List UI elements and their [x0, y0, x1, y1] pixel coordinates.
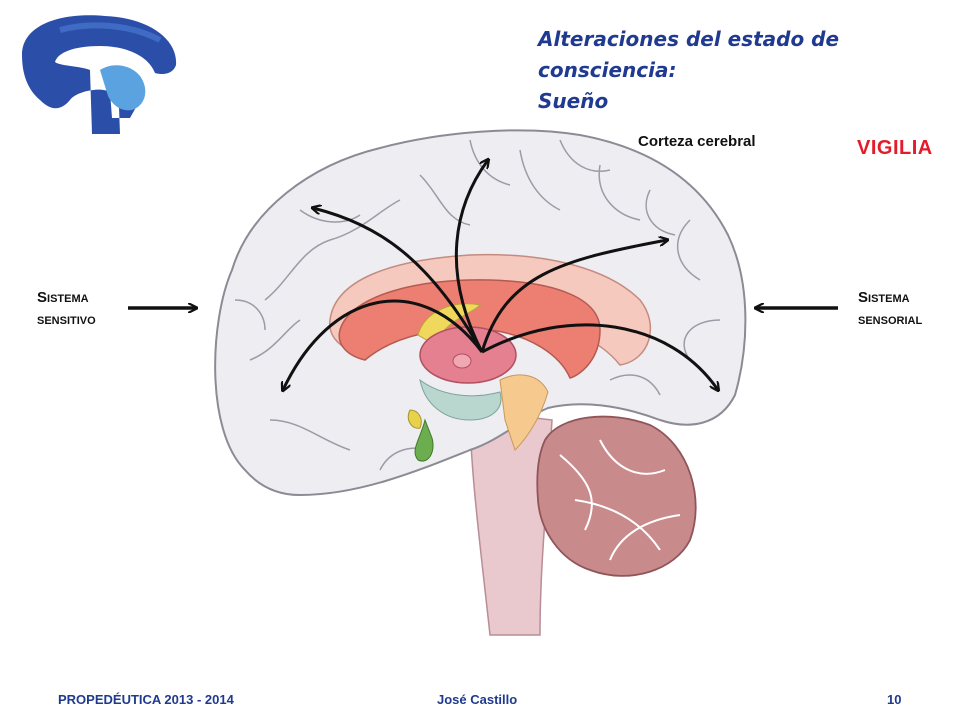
cortex-label: Corteza cerebral — [638, 133, 756, 150]
sensorial-system-label: SISTEMA SENSORIAL — [858, 287, 922, 332]
sensitive-system-label: SISTEMA SENSITIVO — [37, 287, 96, 332]
sensitive-system-initial: S — [37, 289, 48, 306]
projection-arrow-occipital — [481, 323, 718, 390]
projection-arrow-temporal — [283, 299, 484, 390]
projection-arrow-frontal — [313, 208, 484, 353]
footer-author: José Castillo — [437, 692, 518, 707]
sensorial-system-initial: S — [858, 289, 869, 306]
arousal-projections — [283, 160, 718, 390]
sensitive-system-word2: SENSITIVO — [37, 315, 96, 327]
footer-course: PROPEDÉUTICA 2013 - 2014 — [58, 692, 234, 707]
slide-title-line1: Alteraciones del estado de consciencia: — [538, 27, 840, 82]
state-label: VIGILIA — [857, 137, 933, 159]
projection-arrow-parietal — [480, 240, 667, 353]
page-number: 10 — [887, 692, 902, 707]
logo-icon — [22, 15, 177, 135]
slide-title-line2: Sueño — [538, 89, 609, 113]
slide-title: Alteraciones del estado de consciencia: … — [538, 24, 948, 117]
sensorial-system-word1: ISTEMA — [868, 293, 910, 305]
sensorial-system-word2: SENSORIAL — [858, 315, 923, 327]
projection-arrow-superior — [454, 160, 488, 353]
brain-illustration — [214, 129, 747, 636]
sensitive-system-word1: ISTEMA — [47, 293, 89, 305]
